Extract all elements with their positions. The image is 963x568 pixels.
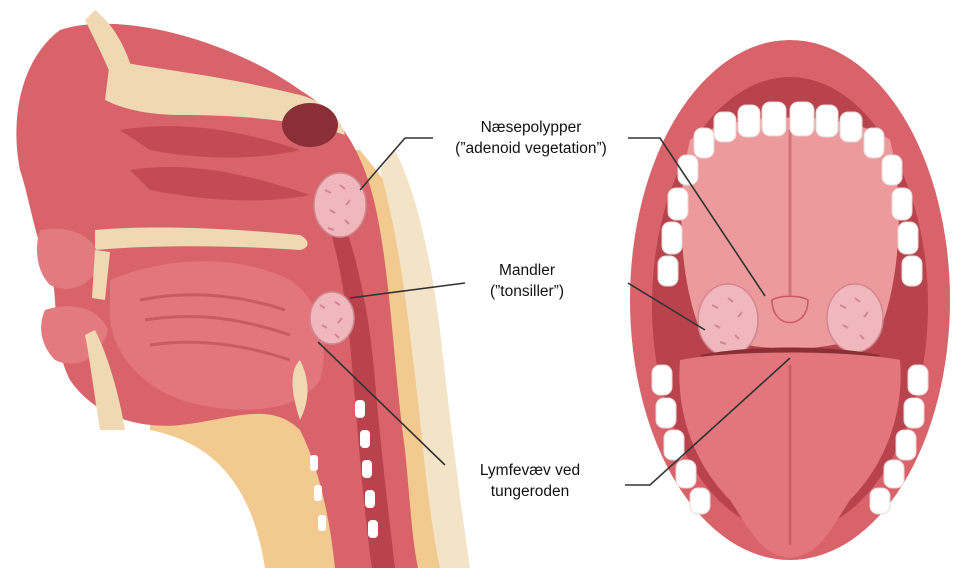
leader-lingual-left — [317, 341, 446, 466]
leader-tonsil-right — [627, 282, 706, 331]
label-adenoid-line1: Næsepolypper — [480, 119, 582, 136]
upper-teeth — [657, 101, 923, 287]
label-tonsil-line1: Mandler — [499, 262, 555, 279]
label-tonsil-line2: (”tonsiller”) — [489, 283, 565, 300]
palatine-tonsil-side — [309, 291, 355, 345]
epiglottis — [292, 360, 308, 420]
hard-palate — [95, 227, 308, 250]
trachea-rings — [310, 400, 378, 538]
label-lingual-line2: tungeroden — [490, 483, 570, 500]
leader-lines — [317, 137, 791, 486]
upper-incisor — [92, 250, 110, 300]
label-adenoid: Næsepolypper (”adenoid vegetation”) — [426, 117, 636, 159]
leader-tonsil-left — [349, 282, 466, 299]
open-mouth-view — [630, 40, 950, 560]
adenoid-tissue — [313, 172, 367, 238]
sagittal-head-section — [16, 10, 470, 568]
sinus — [282, 103, 338, 147]
spine — [380, 150, 470, 568]
leader-adenoid-right — [628, 137, 766, 297]
tongue-fibres — [139, 293, 291, 362]
label-tonsil: Mandler (”tonsiller”) — [462, 260, 592, 302]
label-adenoid-line2: (”adenoid vegetation”) — [455, 140, 607, 157]
lower-teeth — [651, 364, 929, 515]
palatine-tonsil-left — [697, 283, 759, 357]
uvula — [771, 295, 809, 324]
leader-lingual-right — [625, 357, 791, 486]
label-lingual-line1: Lymfevæv ved — [479, 462, 581, 479]
upper-lip — [37, 228, 100, 289]
mandible — [85, 330, 125, 430]
turbinates — [120, 126, 310, 201]
tongue — [110, 261, 324, 410]
leader-adenoid-left — [359, 137, 433, 191]
label-lingual: Lymfevæv ved tungeroden — [455, 460, 605, 502]
palatine-tonsil-right — [826, 283, 884, 353]
